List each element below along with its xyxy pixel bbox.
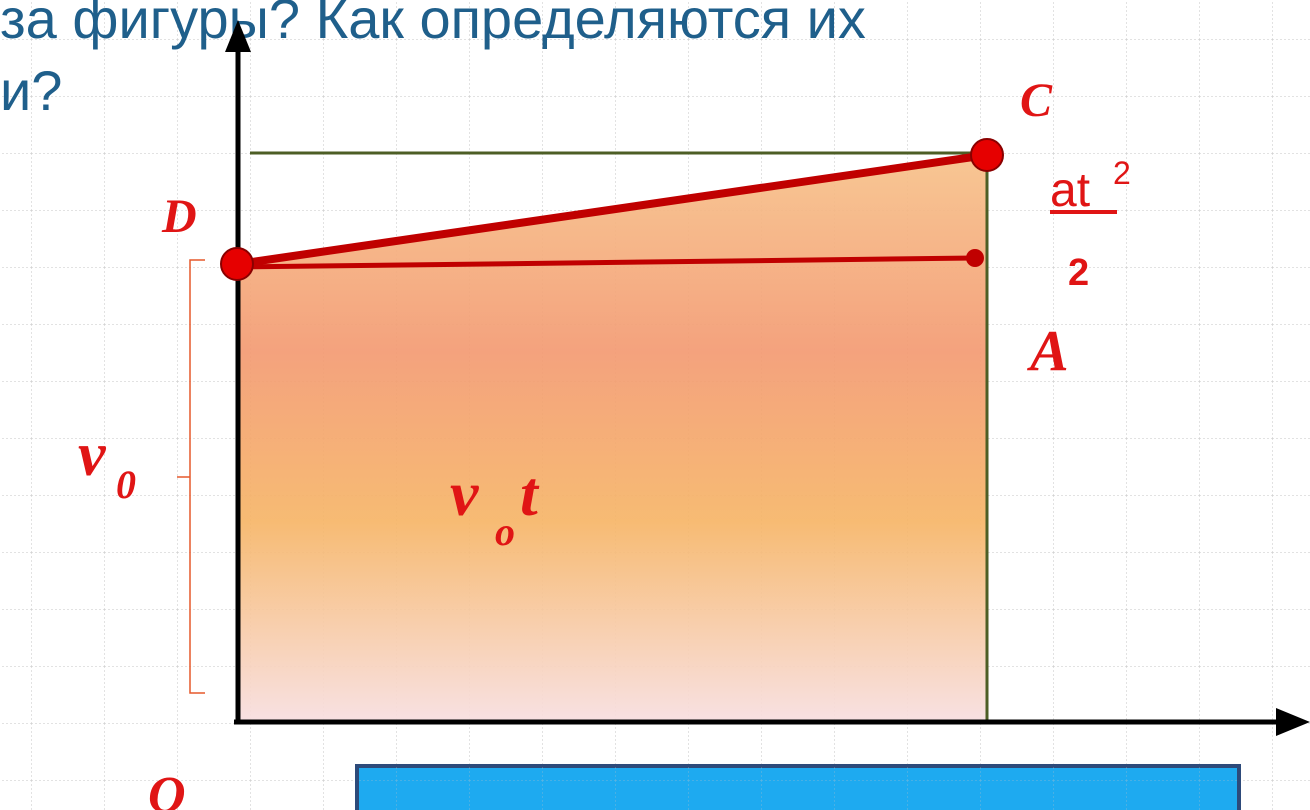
point-a-marker — [966, 249, 984, 267]
label-v0t-subscript: o — [495, 509, 515, 554]
time-axis-arrow — [1276, 708, 1310, 736]
fraction-superscript: 2 — [1113, 155, 1131, 191]
label-a: A — [1027, 318, 1069, 383]
point-c — [970, 138, 1004, 172]
bottom-box-grid-overlay — [357, 766, 1239, 810]
label-c: C — [1020, 74, 1053, 127]
label-v0-subscript: 0 — [116, 462, 136, 507]
label-v0t-v: v — [450, 458, 479, 529]
title-line-2: и? — [0, 59, 62, 122]
velocity-axis-arrow — [225, 20, 251, 52]
label-d: D — [161, 190, 197, 243]
title-line-1: за фигуры? Как определяются их — [0, 0, 866, 50]
fraction-denominator: 2 — [1068, 252, 1089, 294]
label-v0t-t: t — [520, 458, 540, 529]
velocity-line-dc — [237, 151, 988, 268]
area-under-graph — [238, 153, 987, 720]
fraction-numerator: at — [1050, 164, 1090, 217]
label-o: O — [148, 767, 186, 810]
point-d — [220, 247, 254, 281]
label-v0-v: v — [78, 421, 107, 489]
segment-d-a — [237, 255, 976, 270]
